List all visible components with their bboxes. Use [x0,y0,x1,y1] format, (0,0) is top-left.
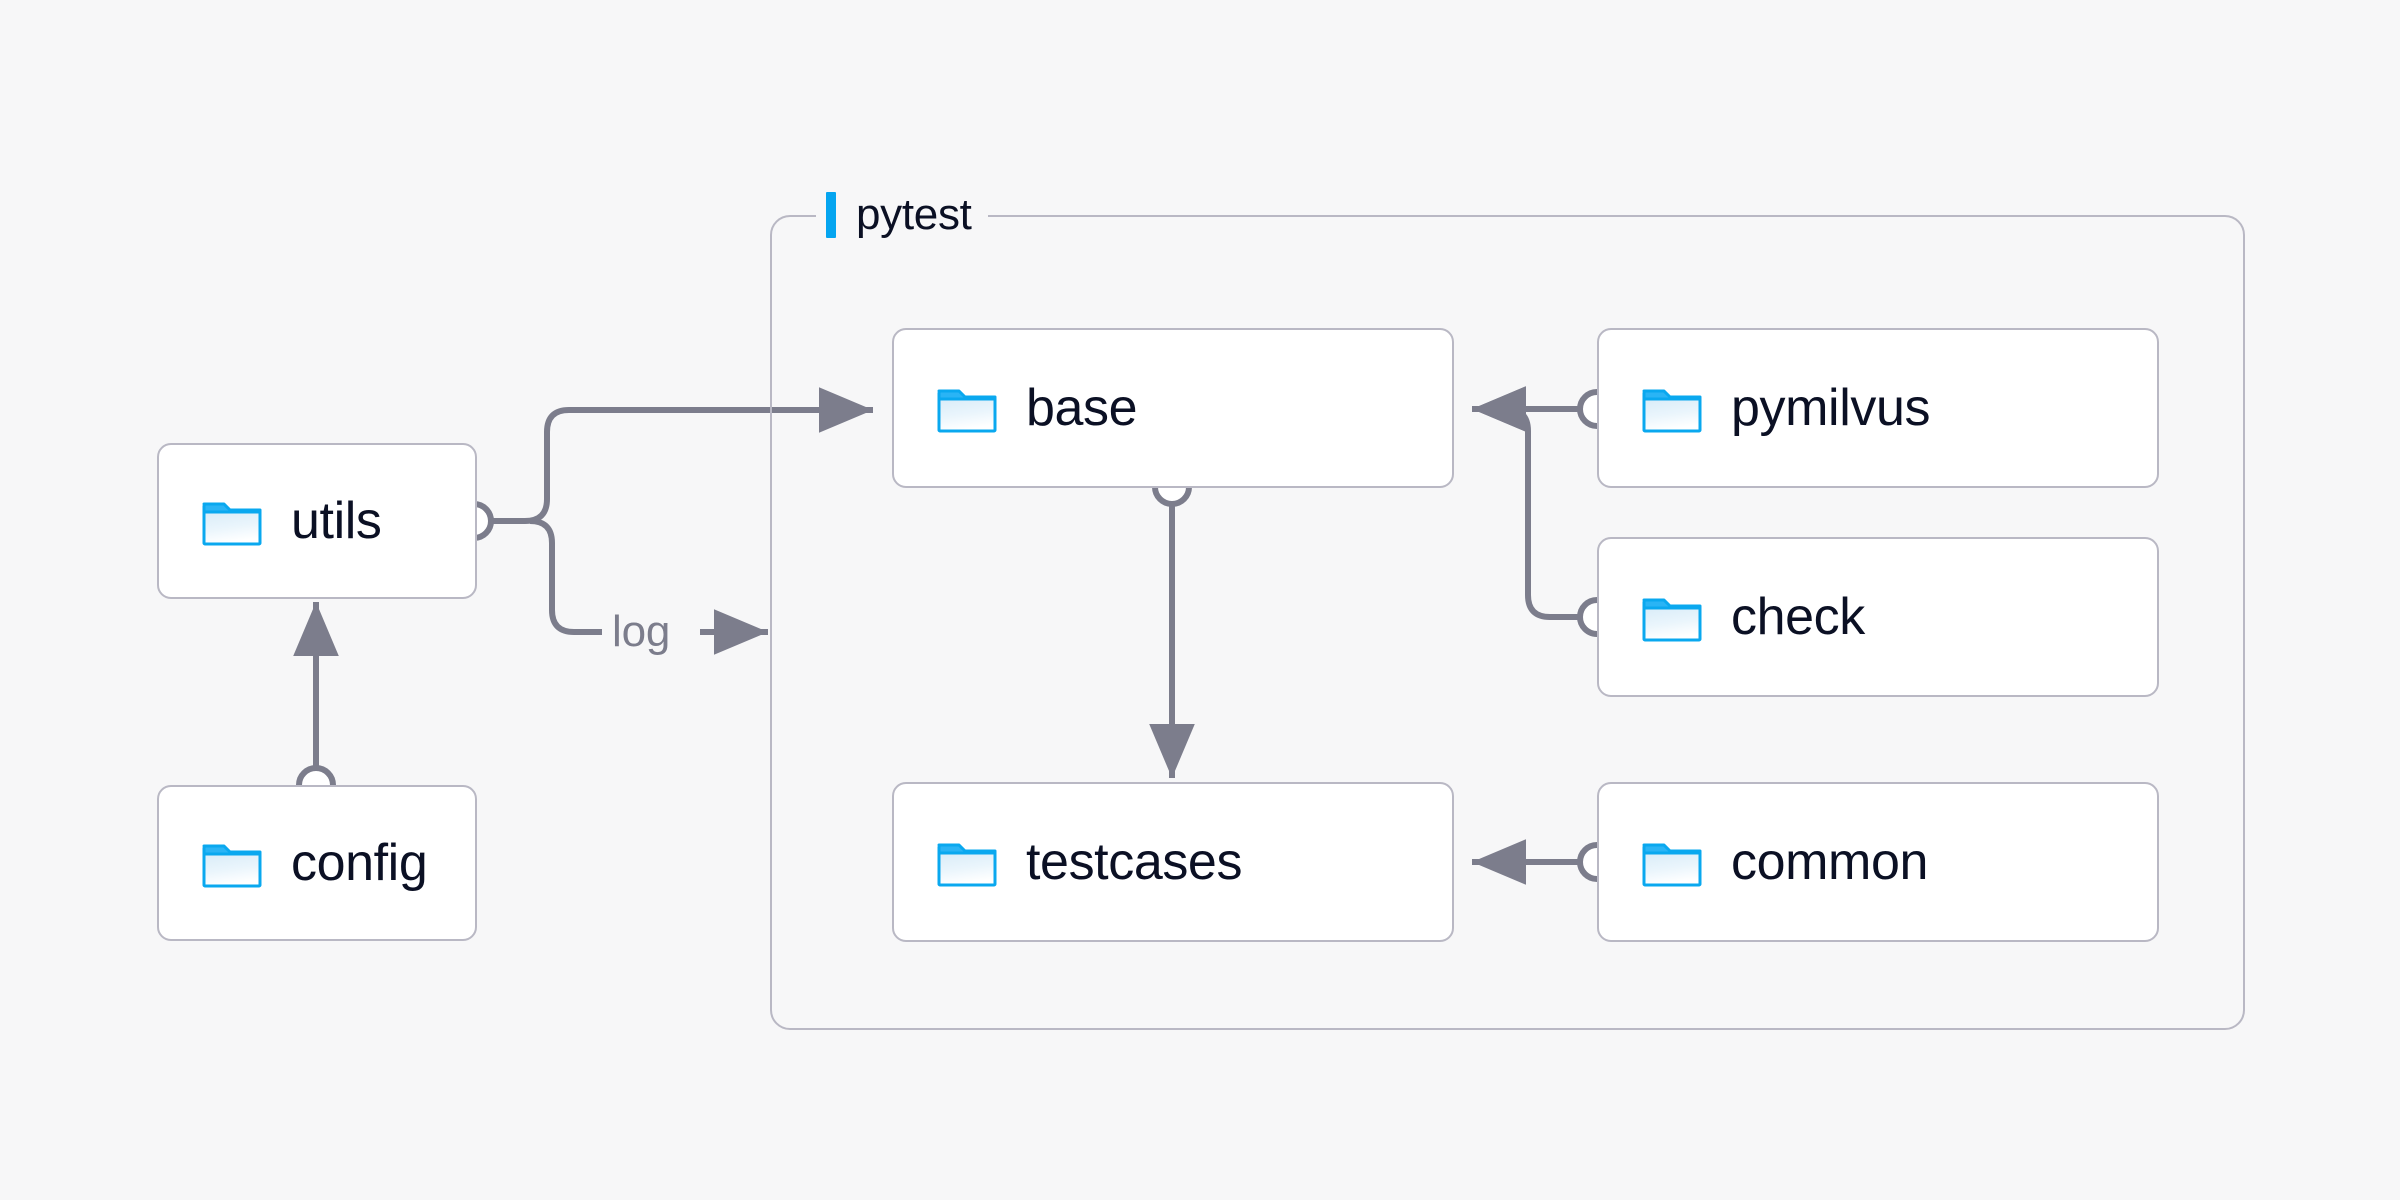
node-label: base [1026,379,1138,437]
folder-icon [1641,836,1703,888]
node-label: utils [291,492,382,550]
node-pymilvus[interactable]: pymilvus [1597,328,2159,488]
node-label: config [291,834,428,892]
group-pytest [770,215,2245,1030]
node-common[interactable]: common [1597,782,2159,942]
group-pytest-title: pytest [816,187,988,243]
node-base[interactable]: base [892,328,1454,488]
folder-icon [201,495,263,547]
edge-label-log: log [602,608,681,656]
node-testcases[interactable]: testcases [892,782,1454,942]
node-check[interactable]: check [1597,537,2159,697]
node-config[interactable]: config [157,785,477,941]
node-label: testcases [1026,833,1243,891]
node-label: common [1731,833,1928,891]
group-pytest-label: pytest [856,190,972,239]
folder-icon [1641,382,1703,434]
node-label: check [1731,588,1865,646]
accent-bar-icon [826,192,836,238]
node-label: pymilvus [1731,379,1931,437]
folder-icon [936,836,998,888]
folder-icon [936,382,998,434]
edge-config-to-utils [293,602,339,805]
folder-icon [201,837,263,889]
folder-icon [1641,591,1703,643]
node-utils[interactable]: utils [157,443,477,599]
